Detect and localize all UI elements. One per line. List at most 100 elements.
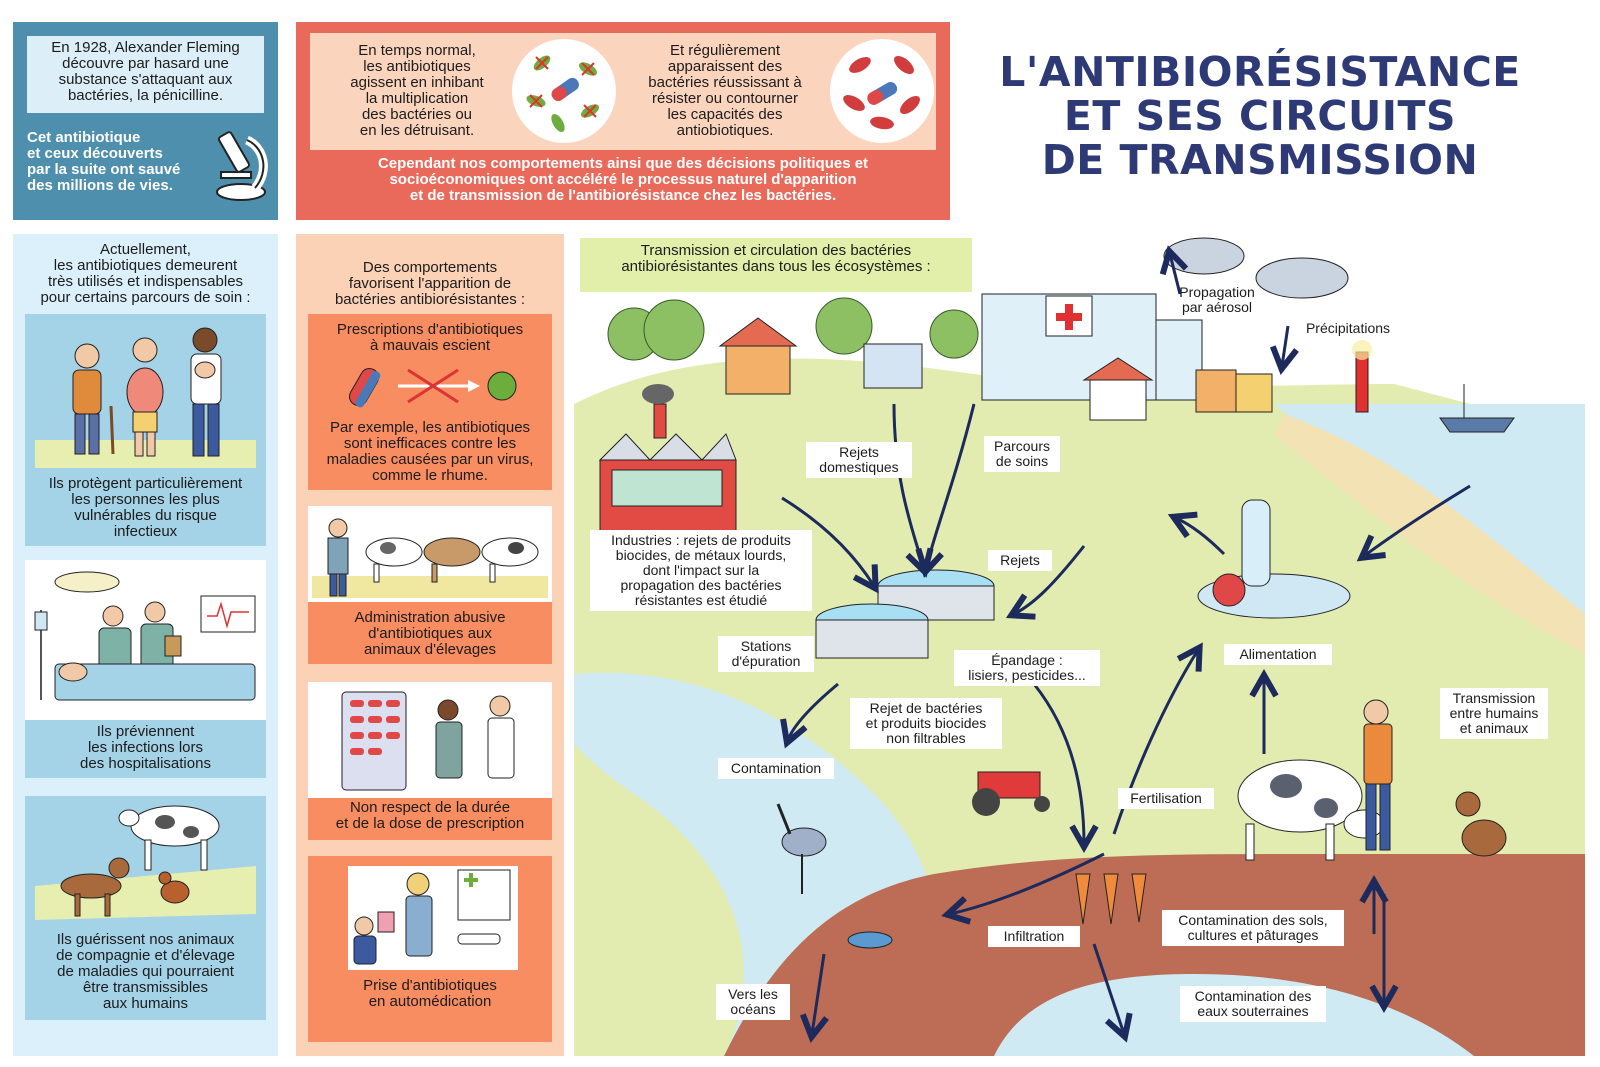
text-line: les capacités des bbox=[667, 106, 783, 123]
title-line: DE TRANSMISSION bbox=[1041, 136, 1479, 184]
use-card-hospital: Ils préviennent les infections lors des … bbox=[25, 560, 266, 778]
label-aerosol: Propagation par aérosol bbox=[1168, 282, 1266, 318]
fleming-intro-line: substance s'attaquant aux bbox=[58, 71, 233, 88]
use-card-text: Ils guérissent nos animaux de compagnie … bbox=[29, 932, 262, 1012]
text-line: Industries : rejets de produits bbox=[611, 532, 791, 548]
text-line: Contamination des bbox=[1194, 988, 1312, 1004]
text-line: Alimentation bbox=[1239, 646, 1317, 662]
resistant-bacteria-icon bbox=[830, 39, 934, 143]
text-line: lisiers, pesticides... bbox=[968, 667, 1086, 683]
text-line: la multiplication bbox=[365, 90, 469, 107]
livestock-illustration bbox=[308, 506, 552, 602]
fleming-highlight-line: des millions de vies. bbox=[27, 177, 173, 194]
behavior-card-text: Prise d'antibiotiques en automédication bbox=[312, 978, 548, 1010]
text-line: eaux souterraines bbox=[1197, 1003, 1309, 1019]
text-line: comme le rhume. bbox=[372, 467, 488, 484]
text-line: en automédication bbox=[368, 993, 492, 1010]
text-line: Épandage : bbox=[991, 652, 1063, 668]
uses-panel: Actuellement, les antibiotiques demeuren… bbox=[13, 234, 278, 1056]
behavior-card-text: Non respect de la durée et de la dose de… bbox=[312, 800, 548, 832]
antibiotic-action-inner: En temps normal, les antibiotiques agiss… bbox=[310, 33, 936, 150]
label-contamination: Contamination bbox=[718, 758, 834, 779]
text-line: infectieux bbox=[113, 523, 178, 540]
text-line: et produits biocides bbox=[865, 715, 987, 731]
text-line: Contamination bbox=[730, 760, 822, 776]
text-line: Et régulièrement bbox=[669, 42, 781, 59]
text-line: dont l'impact sur la bbox=[642, 562, 760, 578]
uses-heading: Actuellement, les antibiotiques demeuren… bbox=[21, 242, 270, 306]
behavior-card-top-text: Prescriptions d'antibiotiques à mauvais … bbox=[312, 322, 548, 354]
pill-virus-icon bbox=[349, 367, 517, 408]
text-line: d'épuration bbox=[731, 653, 801, 669]
label-infiltration: Infiltration bbox=[988, 926, 1080, 947]
behaviors-panel: Des comportements favorisent l'apparitio… bbox=[296, 234, 564, 1056]
text-line: Ils guérissent nos animaux bbox=[56, 931, 235, 948]
text-line: Transmission et circulation des bactérie… bbox=[640, 242, 912, 259]
label-fertilisation: Fertilisation bbox=[1118, 788, 1214, 809]
label-rejets-domestiques: Rejets domestiques bbox=[806, 442, 912, 478]
label-precipitations: Précipitations bbox=[1296, 318, 1400, 339]
label-eaux-souterraines: Contamination des eaux souterraines bbox=[1180, 986, 1326, 1022]
text-line: les infections lors bbox=[87, 739, 204, 756]
fleming-highlight-line: par la suite ont sauvé bbox=[27, 161, 181, 178]
text-line: biocides, de métaux lourds, bbox=[615, 547, 787, 563]
text-line: antiobiotiques. bbox=[676, 122, 774, 139]
text-line: océans bbox=[730, 1001, 776, 1017]
text-line: les personnes les plus bbox=[71, 491, 220, 508]
text-line: Prescriptions d'antibiotiques bbox=[336, 321, 524, 338]
text-line: non filtrables bbox=[886, 730, 966, 746]
text-line: et animaux bbox=[1459, 720, 1529, 736]
label-vers-oceans: Vers les océans bbox=[716, 984, 790, 1020]
text-line: aux humains bbox=[102, 995, 189, 1012]
fleming-intro: En 1928, Alexander Fleming découvre par … bbox=[27, 36, 264, 113]
fleming-highlight-line: Cet antibiotique bbox=[27, 129, 141, 146]
text-line: des hospitalisations bbox=[80, 755, 211, 772]
fleming-intro-line: découvre par hasard une bbox=[62, 55, 229, 72]
behavior-card-selfmedication: Prise d'antibiotiques en automédication bbox=[308, 856, 552, 1042]
text-line: vulnérables du risque bbox=[74, 507, 217, 524]
hospital-surgery-illustration bbox=[25, 560, 266, 720]
resistance-emergence-text: Et régulièrement apparaissent des bactér… bbox=[632, 43, 818, 139]
use-card-text: Ils protègent particulièrement les perso… bbox=[29, 476, 262, 540]
text-line: bactéries réussissant à bbox=[648, 74, 802, 91]
text-line: de maladies qui pourraient bbox=[57, 963, 234, 980]
text-line: des bactéries ou bbox=[361, 106, 473, 123]
normal-action-text: En temps normal, les antibiotiques agiss… bbox=[332, 43, 502, 139]
text-line: agissent en inhibant bbox=[350, 74, 484, 91]
text-line: Rejets bbox=[839, 444, 879, 460]
behavior-card-dose: Non respect de la durée et de la dose de… bbox=[308, 682, 552, 840]
label-rejets: Rejets bbox=[988, 550, 1052, 571]
text-line: et de transmission de l'antibiorésistanc… bbox=[409, 187, 837, 204]
page-title: L'ANTIBIORÉSISTANCE ET SES CIRCUITS DE T… bbox=[985, 50, 1535, 182]
text-line: apparaissent des bbox=[667, 58, 783, 75]
text-line: domestiques bbox=[819, 459, 899, 475]
text-line: résister ou contourner bbox=[652, 90, 798, 107]
text-line: très utilisés et indispensables bbox=[47, 273, 244, 290]
text-line: Prise d'antibiotiques bbox=[363, 977, 497, 994]
label-contamination-sols: Contamination des sols, cultures et pâtu… bbox=[1162, 910, 1344, 946]
text-line: Fertilisation bbox=[1130, 790, 1202, 806]
label-industries: Industries : rejets de produits biocides… bbox=[590, 530, 812, 611]
fleming-highlight: Cet antibiotique et ceux découverts par … bbox=[27, 130, 197, 194]
behavior-card-text: Par exemple, les antibiotiques sont inef… bbox=[312, 420, 548, 484]
label-parcours-soins: Parcours de soins bbox=[984, 436, 1060, 472]
text-line: cultures et pâturages bbox=[1187, 927, 1319, 943]
text-line: entre humains bbox=[1449, 705, 1539, 721]
pets-farm-animals-illustration bbox=[25, 796, 266, 926]
text-line: maladies causées par un virus, bbox=[326, 451, 534, 468]
label-epandage: Épandage : lisiers, pesticides... bbox=[954, 650, 1100, 686]
text-line: de compagnie et d'élevage bbox=[56, 947, 235, 964]
text-line: à mauvais escient bbox=[369, 337, 491, 354]
microscope-icon bbox=[216, 131, 268, 201]
antibiotic-action-panel: En temps normal, les antibiotiques agiss… bbox=[296, 22, 950, 220]
text-line: antibiorésistantes dans tous les écosyst… bbox=[621, 258, 931, 275]
fleming-panel: En 1928, Alexander Fleming découvre par … bbox=[13, 22, 278, 220]
scene-heading: Transmission et circulation des bactérie… bbox=[580, 238, 972, 292]
text-line: Stations bbox=[740, 638, 792, 654]
text-line: Vers les bbox=[728, 986, 778, 1002]
label-stations-epuration: Stations d'épuration bbox=[718, 636, 814, 672]
text-line: Par exemple, les antibiotiques bbox=[329, 419, 531, 436]
text-line: Administration abusive bbox=[354, 609, 506, 626]
text-line: Propagation bbox=[1179, 284, 1255, 300]
killed-bacteria-icon bbox=[512, 39, 616, 143]
